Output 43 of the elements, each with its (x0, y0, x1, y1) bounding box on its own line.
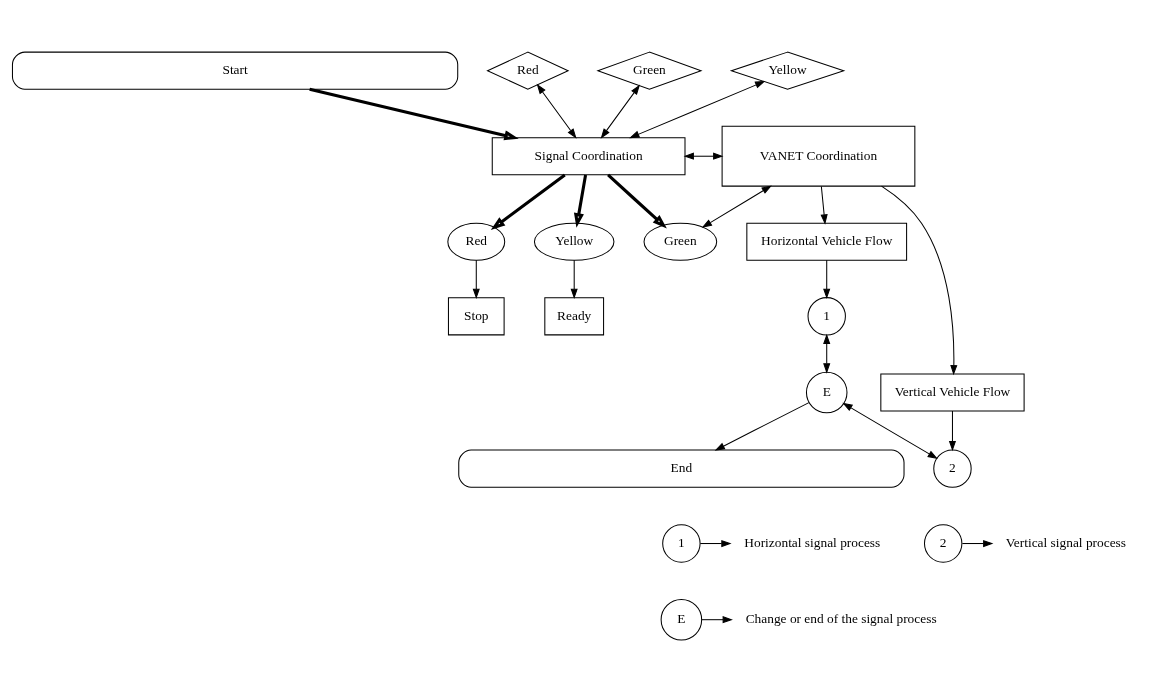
arrow (714, 401, 810, 451)
node-text: Vertical signal process (1005, 534, 1127, 550)
node-ellipse: Yellow (533, 222, 615, 261)
node-circle: E (805, 371, 848, 413)
arrow (701, 184, 772, 228)
node-box: Vertical Vehicle Flow (880, 372, 1025, 412)
node-circle: 2 (933, 448, 972, 488)
arrow (842, 402, 938, 459)
node-circle: 1 (807, 296, 846, 336)
node-box: Signal Coordination (491, 136, 686, 175)
node-diamond: Green (596, 51, 703, 90)
node-box: VANET Coordination (721, 125, 916, 187)
arrow (309, 87, 519, 140)
node-circle: E (660, 598, 703, 640)
arrow (961, 539, 994, 547)
arrow (683, 152, 724, 160)
node-text: Horizontal signal process (744, 534, 881, 550)
arrow (570, 259, 578, 299)
arrow (948, 410, 957, 451)
node-box: End (458, 449, 905, 488)
arrow (490, 173, 566, 230)
arrow (472, 259, 480, 299)
node-ellipse: Green (643, 222, 718, 261)
node-circle: 1 (662, 523, 701, 563)
arrow (820, 185, 828, 225)
arrow (607, 173, 667, 228)
arrow (699, 539, 732, 547)
node-circle: 2 (923, 523, 963, 563)
node-box: Stop (447, 296, 505, 335)
node-box: Ready (544, 296, 605, 335)
arrow (600, 84, 641, 139)
arrow (701, 615, 733, 623)
arrow (881, 185, 958, 375)
node-text: Change or end of the signal process (745, 610, 937, 626)
node-ellipse: Red (447, 222, 506, 261)
arrow (629, 80, 766, 138)
node-box: Start (11, 51, 459, 90)
arrow (536, 83, 577, 139)
node-box: Horizontal Vehicle Flow (746, 222, 908, 261)
arrow (573, 174, 588, 228)
arrow (823, 259, 831, 299)
node-diamond: Red (486, 51, 570, 90)
arrow (823, 333, 831, 374)
